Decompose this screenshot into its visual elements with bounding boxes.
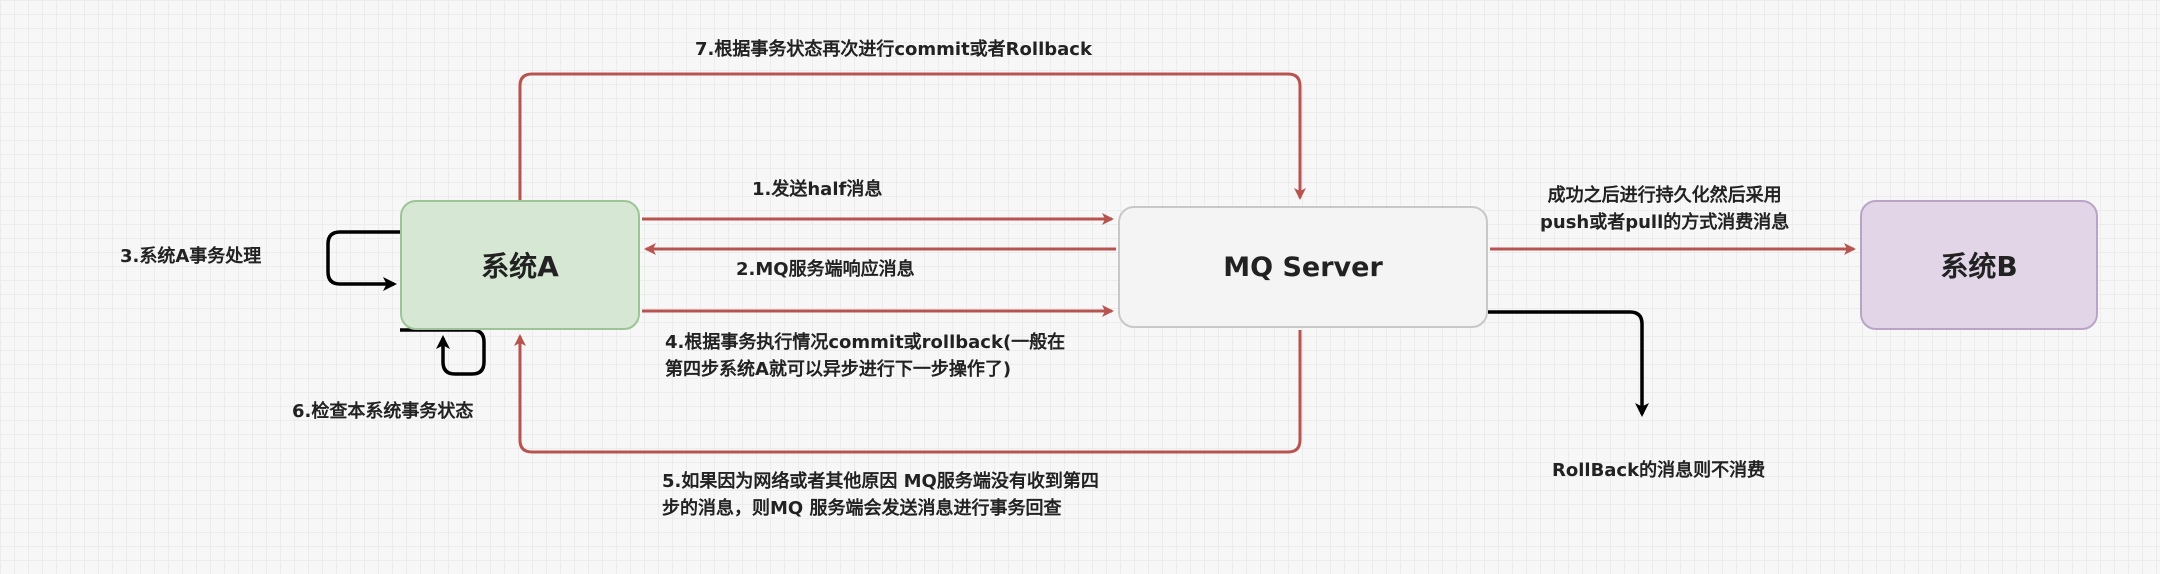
- node-system-b: 系统B: [1860, 200, 2098, 330]
- edge-step3-self-loop: [326, 230, 400, 291]
- label-step6: 6.检查本系统事务状态: [292, 401, 474, 422]
- edge-step5-arrow: [514, 330, 1302, 454]
- label-step4: 4.根据事务执行情况commit或rollback(一般在 第四步系统A就可以异…: [665, 329, 1065, 383]
- label-step4-line1: 4.根据事务执行情况commit或rollback(一般在: [665, 332, 1066, 353]
- node-mq-server: MQ Server: [1118, 206, 1488, 328]
- label-step5: 5.如果因为网络或者其他原因 MQ服务端没有收到第四 步的消息，则MQ 服务端会…: [662, 468, 1099, 522]
- label-step5-line2: 步的消息，则MQ 服务端会发送消息进行事务回查: [662, 498, 1062, 519]
- label-step1: 1.发送half消息: [752, 179, 883, 200]
- edge-step7-arrow: [518, 72, 1306, 200]
- label-step2: 2.MQ服务端响应消息: [736, 259, 915, 280]
- label-rollback: RollBack的消息则不消费: [1552, 460, 1766, 481]
- edge-rollback-arrow: [1488, 310, 1649, 417]
- label-step5-line1: 5.如果因为网络或者其他原因 MQ服务端没有收到第四: [662, 471, 1099, 492]
- edge-step6-self-loop: [400, 328, 486, 376]
- node-mq-server-label: MQ Server: [1223, 251, 1383, 283]
- label-to-system-b-line1: 成功之后进行持久化然后采用: [1547, 185, 1782, 206]
- label-to-system-b: 成功之后进行持久化然后采用 push或者pull的方式消费消息: [1540, 182, 1789, 236]
- label-to-system-b-line2: push或者pull的方式消费消息: [1540, 212, 1790, 233]
- node-system-a-label: 系统A: [481, 250, 559, 283]
- label-step3: 3.系统A事务处理: [120, 246, 262, 267]
- label-step4-line2: 第四步系统A就可以异步进行下一步操作了): [665, 359, 1012, 380]
- node-system-b-label: 系统B: [1940, 250, 2018, 283]
- label-step7: 7.根据事务状态再次进行commit或者Rollback: [695, 39, 1092, 60]
- node-system-a: 系统A: [400, 200, 640, 330]
